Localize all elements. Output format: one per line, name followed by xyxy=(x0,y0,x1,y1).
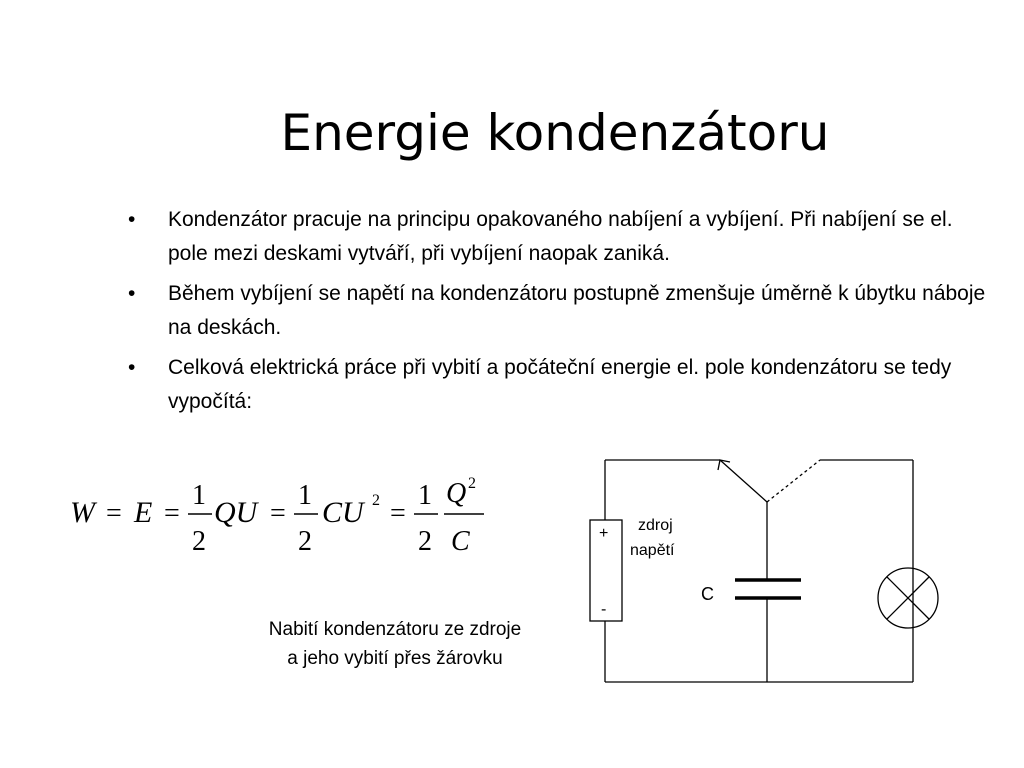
bullet-item: • Kondenzátor pracuje na principu opakov… xyxy=(128,203,988,271)
switch-alt-position xyxy=(766,459,821,503)
bullet-dot: • xyxy=(128,356,136,379)
source-label-line1: zdroj xyxy=(638,517,673,534)
bullet-dot: • xyxy=(128,282,136,305)
capacitor-label: C xyxy=(701,584,714,604)
formula-q-exponent: 2 xyxy=(468,475,476,492)
bullet-text: Kondenzátor pracuje na principu opakovan… xyxy=(168,208,953,265)
formula-frac1-num: 1 xyxy=(192,480,206,511)
formula-q: Q xyxy=(446,478,466,509)
formula-cu: CU xyxy=(322,496,366,529)
source-minus-label: - xyxy=(601,601,606,618)
formula-eq-3: = xyxy=(270,498,286,529)
formula-cu-exponent: 2 xyxy=(372,492,380,509)
formula-e: E xyxy=(133,496,152,529)
bullet-text: Celková elektrická práce při vybití a po… xyxy=(168,356,952,413)
circuit-caption: Nabití kondenzátoru ze zdroje a jeho vyb… xyxy=(220,615,570,673)
circuit-diagram: + - zdroj napětí C xyxy=(589,459,939,683)
formula-w: W xyxy=(70,496,98,529)
switch-blade xyxy=(719,459,768,503)
lamp-cross-2 xyxy=(886,576,930,620)
formula-frac2-num: 1 xyxy=(298,480,312,511)
formula-frac3-den: 2 xyxy=(418,526,432,557)
bullet-list: • Kondenzátor pracuje na principu opakov… xyxy=(128,203,988,425)
caption-line-1: Nabití kondenzátoru ze zdroje xyxy=(268,619,522,640)
bullet-item: • Celková elektrická práce při vybití a … xyxy=(128,351,988,419)
voltage-source xyxy=(589,519,623,622)
switch-arrow-icon xyxy=(717,459,731,471)
bullet-item: • Během vybíjení se napětí na kondenzáto… xyxy=(128,277,988,345)
formula-eq-2: = xyxy=(164,498,180,529)
source-plus-label: + xyxy=(599,525,608,542)
formula-qu: QU xyxy=(214,496,260,529)
energy-formula: W = E = 1 2 QU = 1 2 CU 2 = 1 2 Q 2 C xyxy=(70,475,484,557)
lamp-icon xyxy=(877,567,939,629)
bullet-text: Během vybíjení se napětí na kondenzátoru… xyxy=(168,282,986,339)
formula-frac1-den: 2 xyxy=(192,526,206,557)
bullet-dot: • xyxy=(128,208,136,231)
formula-eq-1: = xyxy=(106,498,122,529)
formula-c: C xyxy=(451,526,470,557)
formula-eq-4: = xyxy=(390,498,406,529)
source-label-line2: napětí xyxy=(630,542,675,559)
caption-line-2: a jeho vybití přes žárovku xyxy=(287,648,503,669)
formula-frac3-num: 1 xyxy=(418,480,432,511)
formula-frac2-den: 2 xyxy=(298,526,312,557)
slide-title: Energie kondenzátoru xyxy=(280,104,830,162)
